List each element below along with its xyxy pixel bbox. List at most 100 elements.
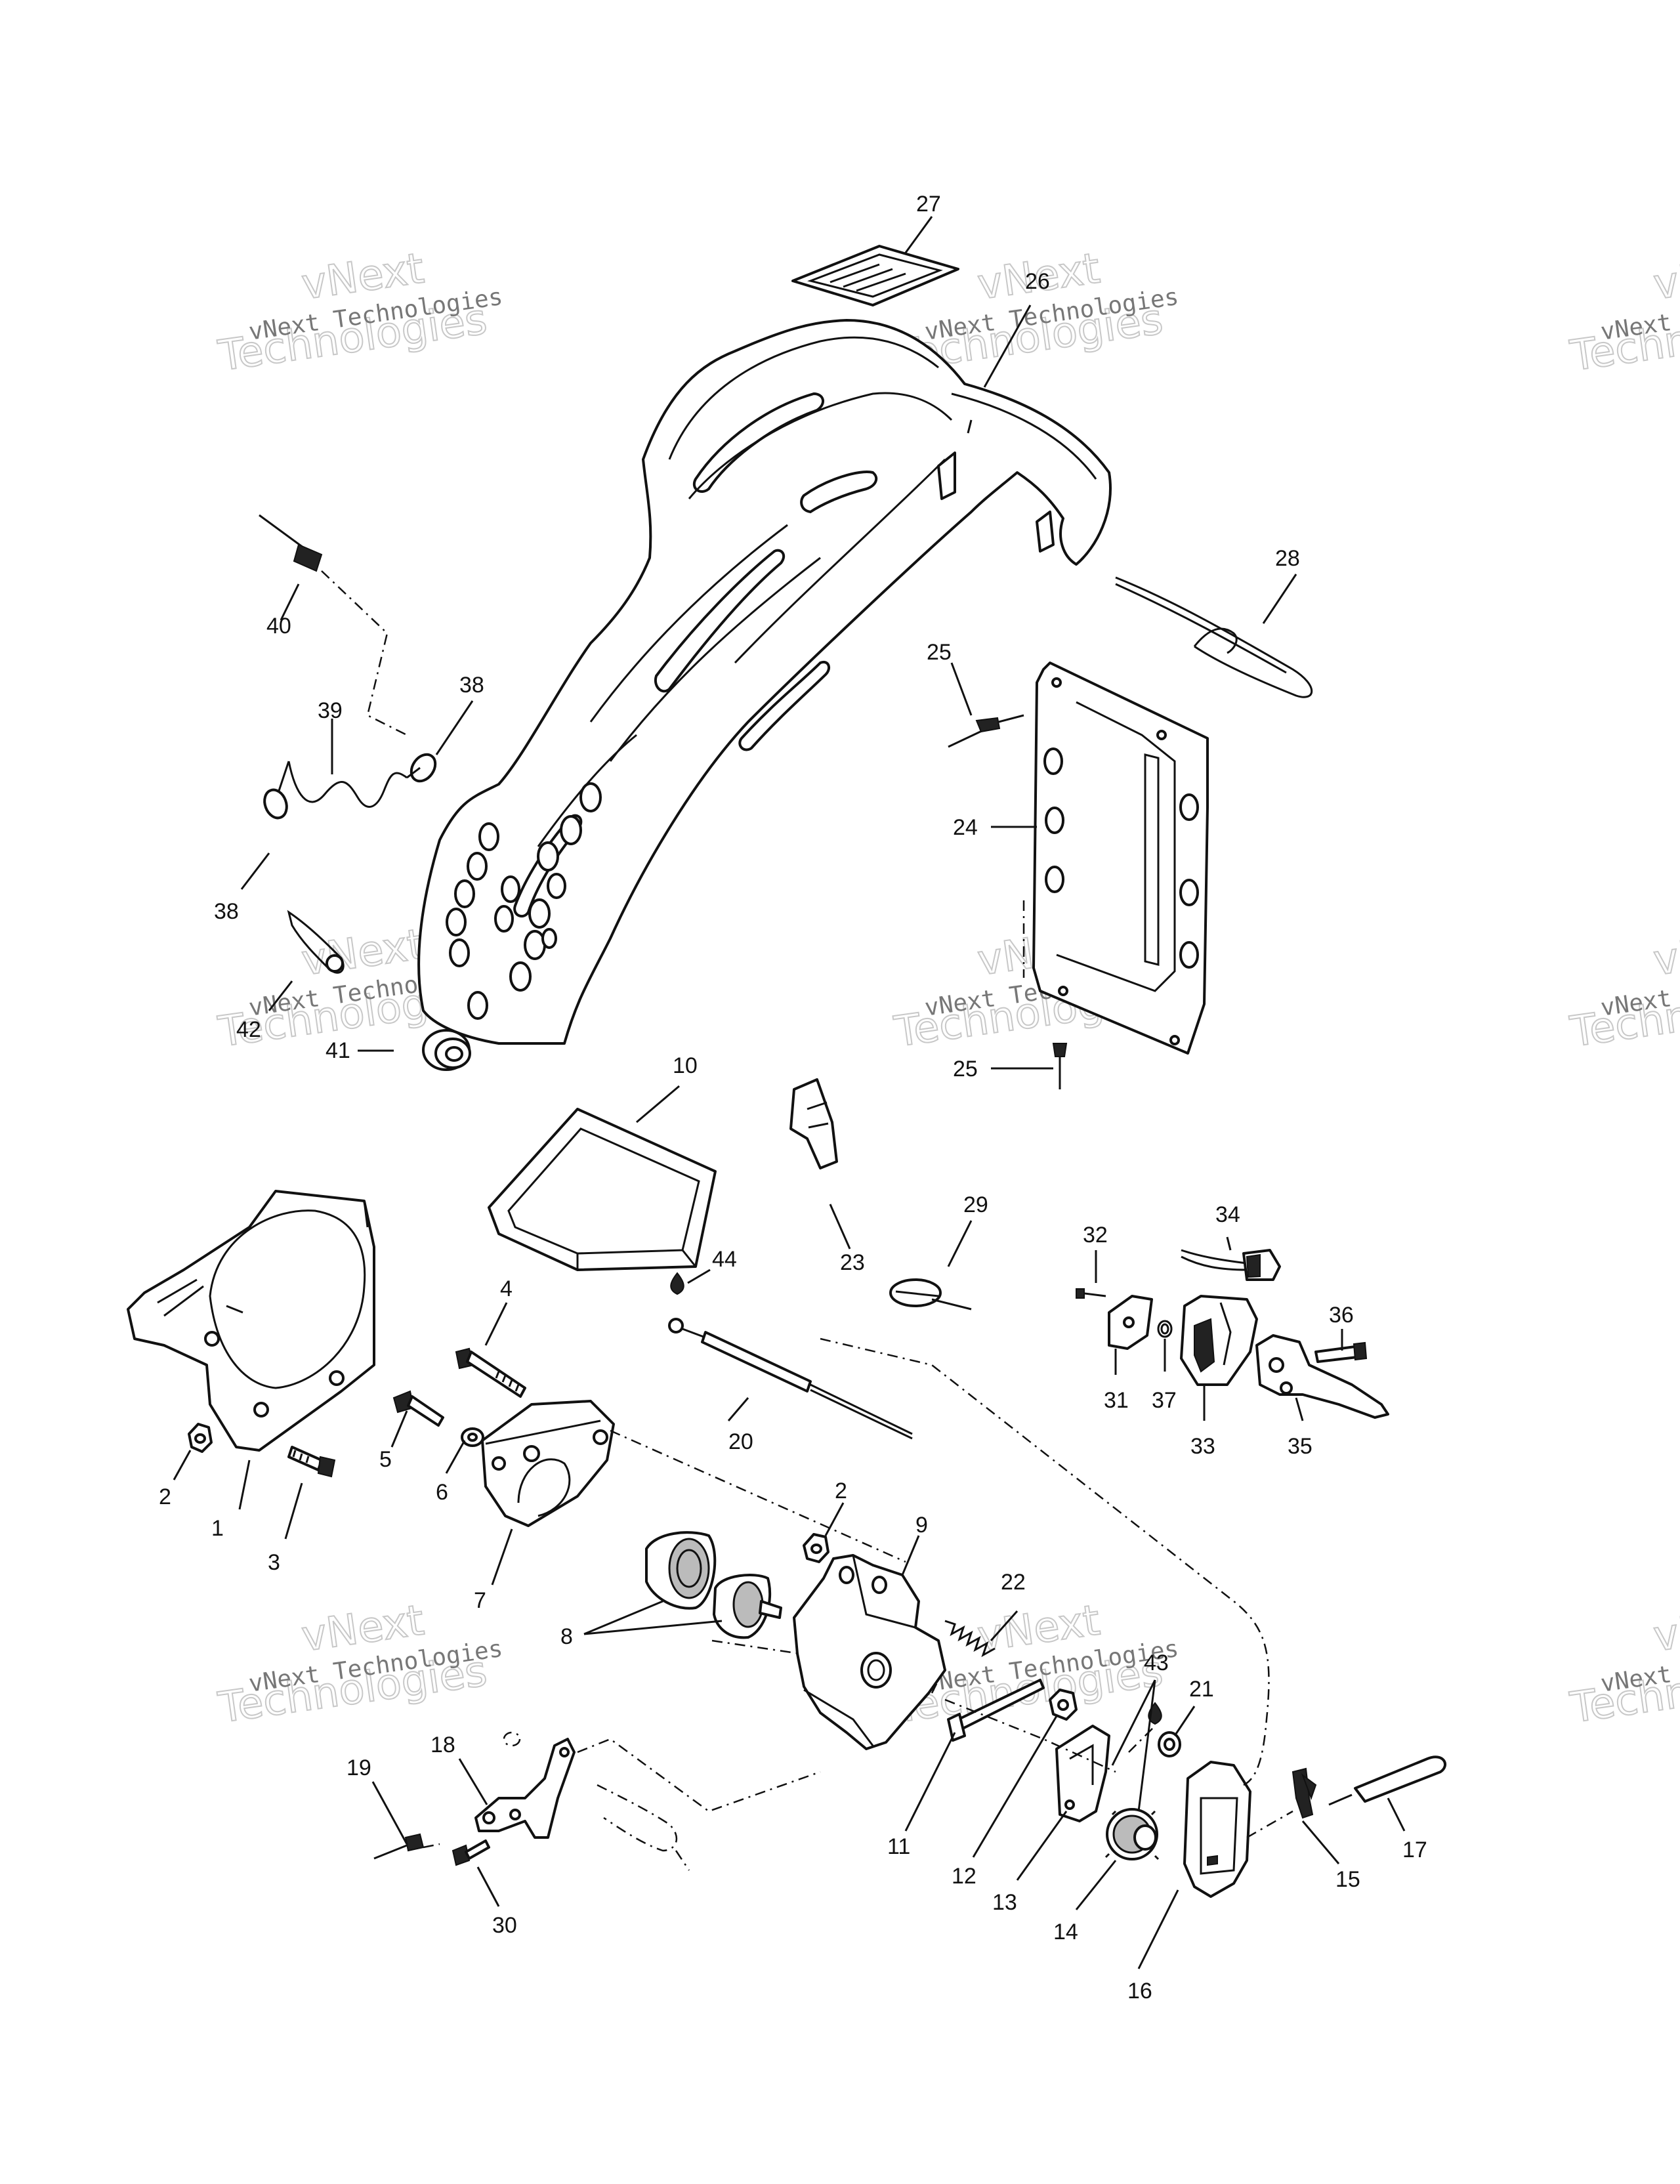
callout-12: 12 <box>952 1864 976 1889</box>
part-2-nut-middle <box>803 1533 830 1563</box>
callout-25-lower: 25 <box>953 1057 978 1082</box>
part-3-screw <box>287 1446 336 1478</box>
callout-10: 10 <box>673 1053 698 1078</box>
part-42-clip <box>287 910 345 974</box>
svg-text:vNe: vNe <box>1650 250 1680 310</box>
callout-6: 6 <box>436 1480 448 1505</box>
callout-26: 26 <box>1025 269 1050 294</box>
part-18-lever-arm <box>474 1738 576 1839</box>
callout-31: 31 <box>1104 1388 1129 1413</box>
part-1-bracket <box>127 1190 375 1452</box>
part-12-nut <box>1049 1689 1078 1721</box>
callout-9: 9 <box>915 1513 928 1538</box>
callout-3: 3 <box>268 1550 280 1575</box>
part-7-housing <box>481 1400 615 1527</box>
part-13-shield <box>1055 1725 1110 1822</box>
part-39-wire <box>278 761 408 808</box>
callout-7: 7 <box>474 1588 486 1613</box>
part-44-grease <box>670 1272 684 1295</box>
part-11-pin <box>947 1679 1045 1742</box>
callout-30: 30 <box>492 1913 517 1938</box>
callout-16: 16 <box>1127 1979 1152 2004</box>
callout-38-upper: 38 <box>459 673 484 698</box>
callout-8: 8 <box>560 1624 573 1649</box>
callout-39: 39 <box>318 698 343 723</box>
callout-4: 4 <box>500 1276 513 1301</box>
callout-14: 14 <box>1053 1920 1078 1944</box>
part-21-washer <box>1158 1731 1181 1757</box>
callout-20: 20 <box>728 1429 753 1454</box>
leader-lines <box>173 216 1406 1969</box>
callout-2-middle: 2 <box>835 1479 847 1503</box>
callout-36: 36 <box>1329 1303 1354 1328</box>
watermark-7: Technologies vNext vNext Technologies <box>215 1595 505 1733</box>
part-8-roller-right <box>713 1574 782 1639</box>
part-4-bolt <box>455 1347 526 1398</box>
part-38-ring-terminal-lower <box>263 788 288 820</box>
callout-5: 5 <box>379 1447 392 1472</box>
callout-13: 13 <box>992 1890 1017 1915</box>
callout-19: 19 <box>346 1755 371 1780</box>
part-26-cover <box>417 319 1112 1045</box>
svg-text:vNe: vNe <box>1650 926 1680 986</box>
callout-28: 28 <box>1275 546 1300 571</box>
callout-42: 42 <box>236 1017 261 1042</box>
callout-17: 17 <box>1402 1838 1427 1862</box>
assembly-lines <box>423 1337 1293 1849</box>
callout-11: 11 <box>887 1834 910 1859</box>
part-34-connector <box>1181 1249 1281 1281</box>
callout-38-lower: 38 <box>214 899 239 924</box>
callout-37: 37 <box>1152 1388 1177 1413</box>
part-9-caliper <box>793 1554 946 1750</box>
callout-24: 24 <box>953 815 978 840</box>
watermark-1: Technologies vNext vNext Technologies <box>215 243 505 381</box>
part-41-grommet <box>422 1029 471 1071</box>
part-37-spring <box>1157 1320 1173 1338</box>
part-29-tie-wrap <box>889 1278 972 1311</box>
part-35-lever <box>1255 1334 1389 1419</box>
watermark-9: Techn vNe vNext Te <box>1566 1601 1680 1733</box>
part-32-screw <box>1076 1288 1106 1299</box>
callout-1: 1 <box>211 1516 224 1541</box>
callout-25-upper: 25 <box>927 640 952 665</box>
part-2-nut-left <box>188 1423 213 1453</box>
callout-22: 22 <box>1001 1570 1026 1595</box>
part-28-hairpin <box>1115 576 1313 698</box>
part-30-bolt <box>452 1839 490 1866</box>
callout-numbers: 27 26 28 40 39 38 38 25 24 42 41 25 10 2… <box>159 192 1427 2004</box>
part-19-screw <box>373 1833 425 1860</box>
part-17-pin <box>1328 1755 1447 1806</box>
callout-32: 32 <box>1083 1223 1108 1248</box>
part-15-clip <box>1292 1767 1317 1819</box>
watermark-3: Techn vNe vNext Te <box>1566 249 1680 381</box>
callout-27: 27 <box>916 192 941 217</box>
part-40-rivet <box>259 514 408 736</box>
callout-34: 34 <box>1215 1202 1240 1227</box>
callout-15: 15 <box>1335 1867 1360 1892</box>
callout-21: 21 <box>1189 1677 1214 1702</box>
part-10-frame <box>488 1108 717 1271</box>
part-25-rivet-upper <box>948 714 1024 748</box>
part-25-rivet-lower <box>1052 1043 1068 1089</box>
callout-41: 41 <box>326 1038 350 1063</box>
part-23-bracket <box>789 1078 838 1169</box>
callout-44: 44 <box>712 1247 737 1272</box>
callout-43: 43 <box>1144 1650 1169 1675</box>
part-14-gear <box>1104 1808 1160 1860</box>
callout-29: 29 <box>963 1192 988 1217</box>
svg-text:vNe: vNe <box>1650 1602 1680 1662</box>
part-6-washer <box>461 1427 484 1447</box>
part-8-roller-left <box>645 1531 717 1610</box>
part-27-decal <box>791 245 959 306</box>
callout-33: 33 <box>1190 1434 1215 1459</box>
callout-23: 23 <box>840 1250 865 1275</box>
part-16-cover <box>1183 1761 1251 1898</box>
part-22-spring <box>944 1620 996 1658</box>
callout-2-left: 2 <box>159 1484 171 1509</box>
part-33-housing <box>1180 1295 1258 1386</box>
phantom-linkage <box>503 1731 690 1871</box>
callout-40: 40 <box>266 614 291 639</box>
callout-18: 18 <box>430 1732 455 1757</box>
part-24-plate <box>1022 662 1209 1055</box>
